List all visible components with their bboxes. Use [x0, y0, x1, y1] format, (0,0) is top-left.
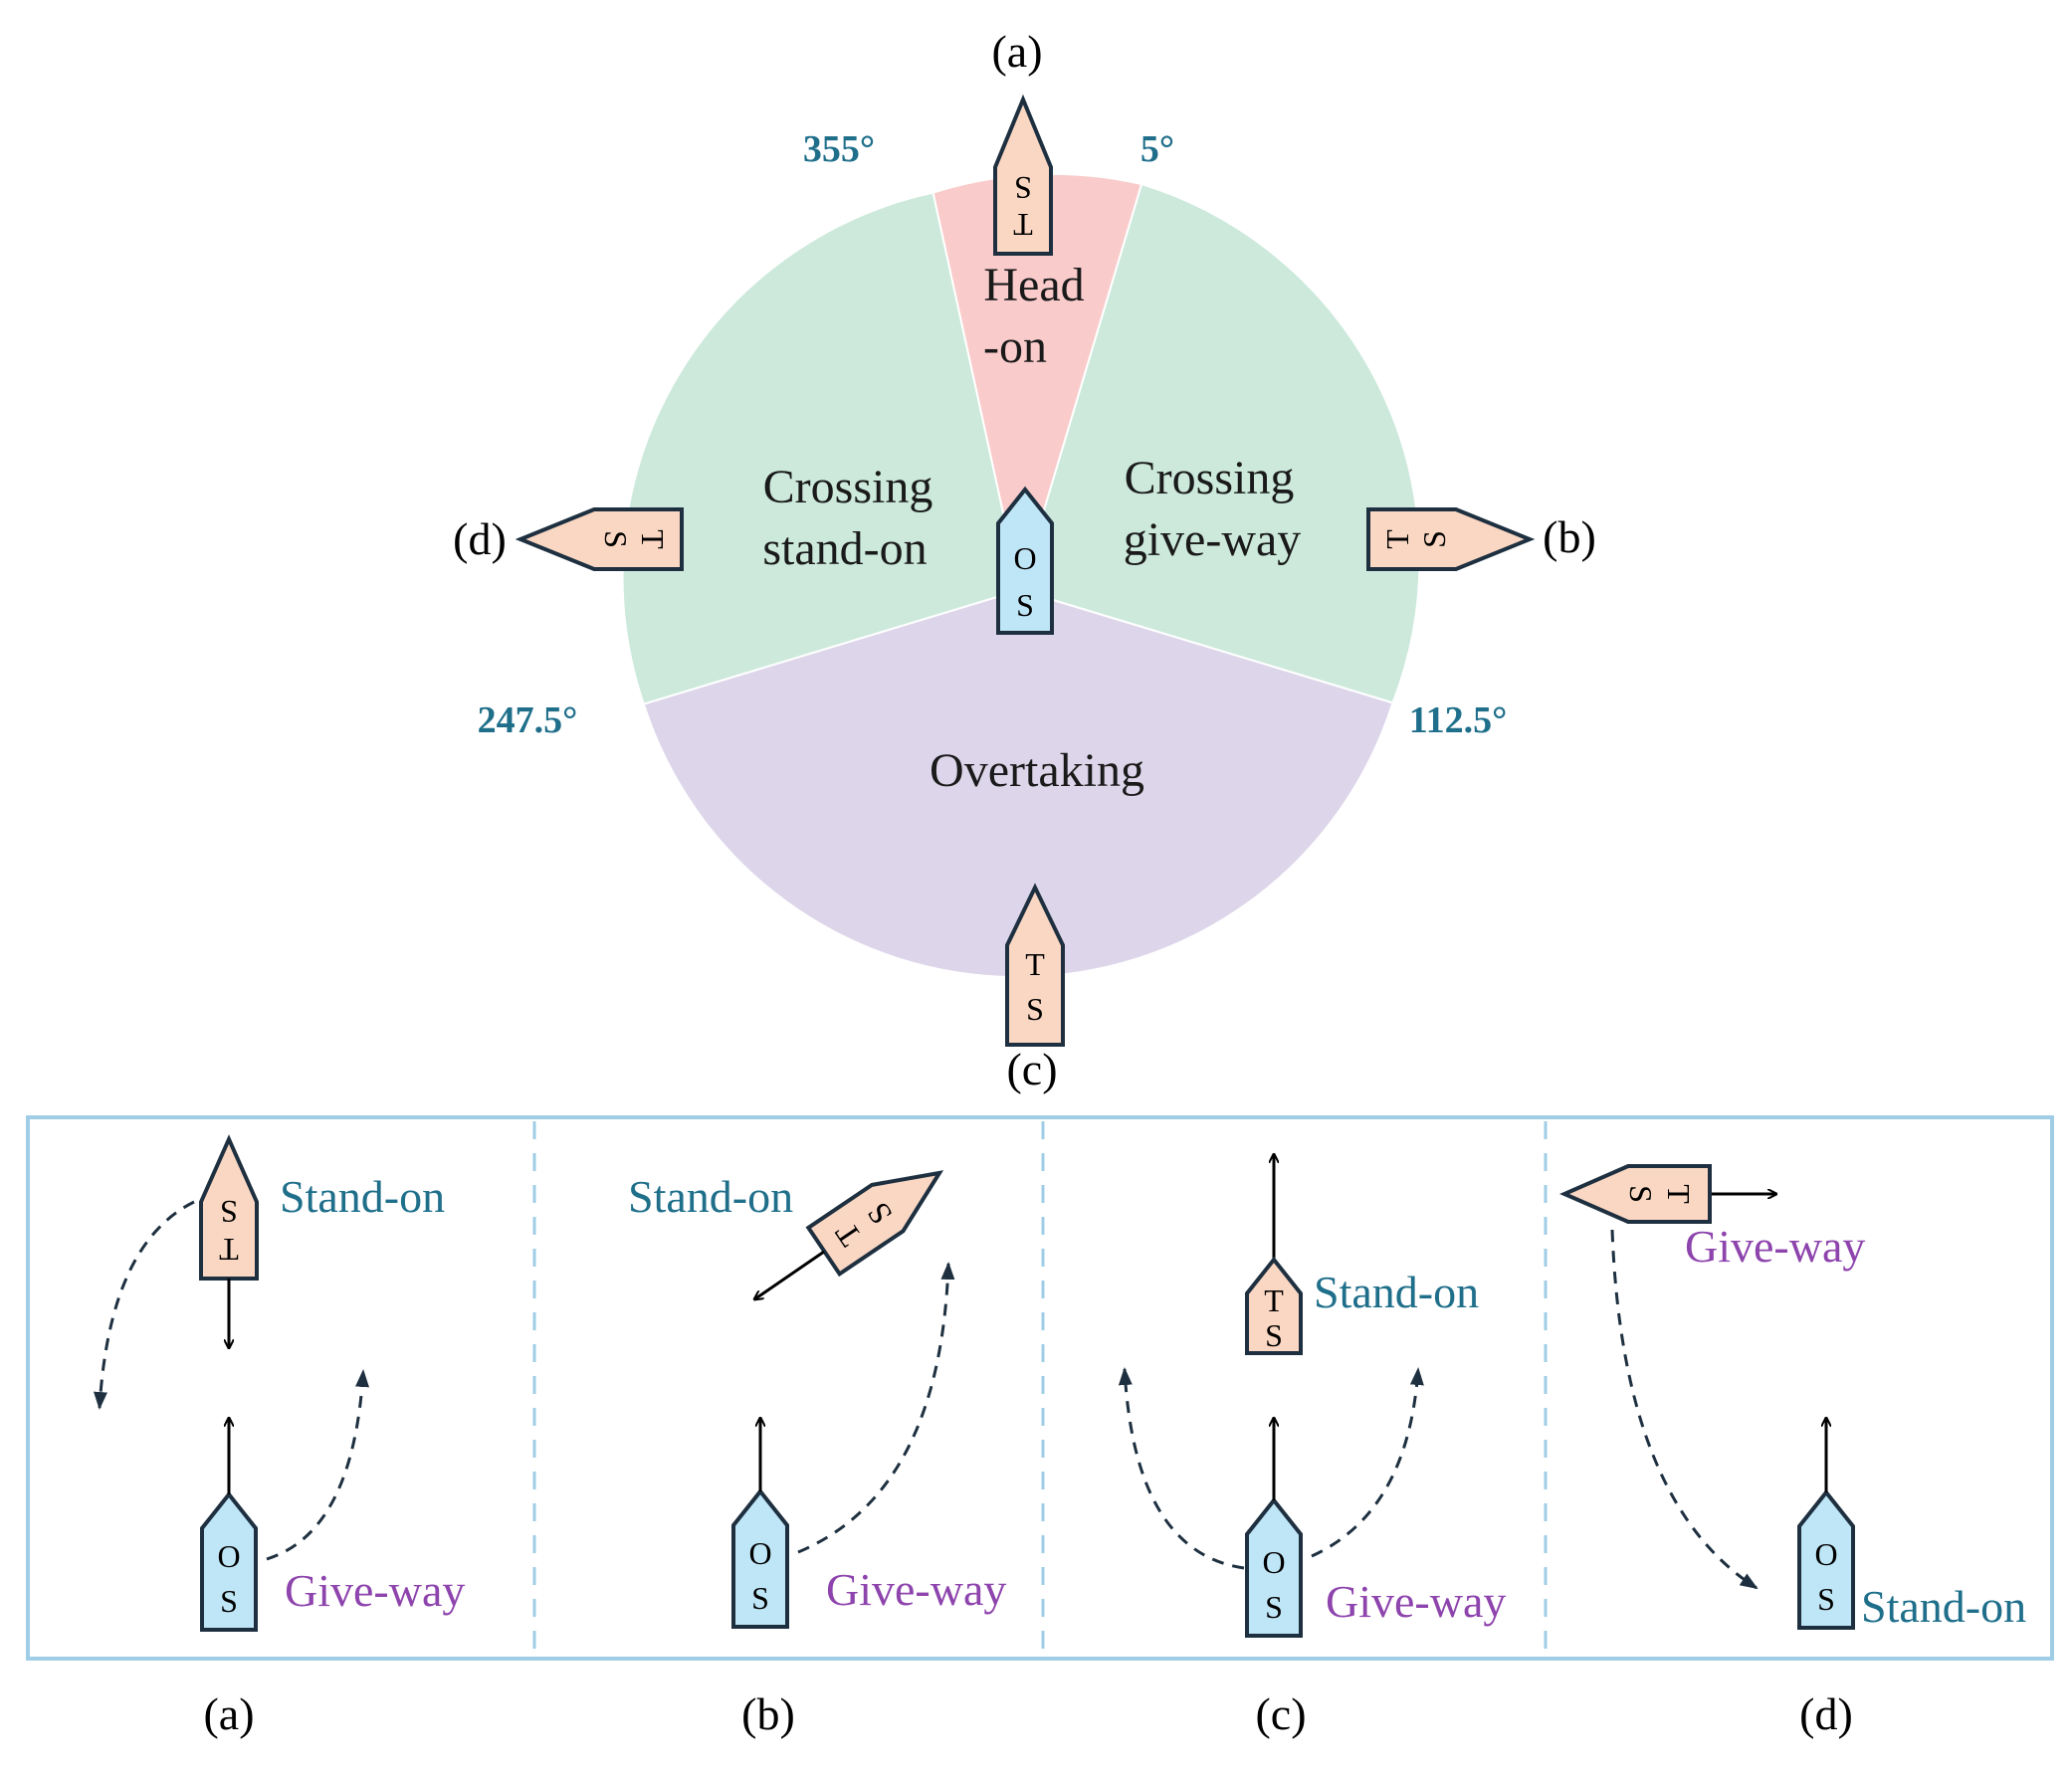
- scenario-b: T S O S Stand-on Give-way: [628, 1170, 1006, 1629]
- panel-caption-b: (b): [741, 1688, 795, 1739]
- manoeuvre-arrow: [266, 1369, 369, 1561]
- ship-letter-s: S: [1265, 1589, 1283, 1625]
- ship-letter-s: S: [1416, 530, 1452, 548]
- panel-caption-c: (c): [1255, 1688, 1306, 1739]
- own-ship: O S: [1245, 1496, 1303, 1638]
- scenario-d: T S O S Give-way Stand-on: [1559, 1164, 2026, 1632]
- sector-crossing-stand-on: [621, 191, 1022, 705]
- role-label-os: Give-way: [285, 1565, 465, 1616]
- ship-letter-s: S: [1016, 587, 1034, 623]
- ship-letter-t: T: [1379, 529, 1415, 549]
- own-ship-center: O S: [996, 486, 1054, 635]
- label-crossing-stand-on-1: Crossing: [763, 461, 933, 513]
- ship-letter-s: S: [598, 530, 634, 548]
- role-label-ts: Stand-on: [280, 1171, 445, 1222]
- target-ship-c-bottom: T S: [1005, 883, 1065, 1047]
- label-head-on-2: -on: [983, 320, 1047, 373]
- case-label-a-top: (a): [991, 26, 1042, 77]
- ship-letter-s: S: [1265, 1317, 1283, 1353]
- label-head-on-1: Head: [983, 259, 1084, 311]
- angle-247-5: 247.5°: [478, 699, 578, 741]
- manoeuvre-arrow: [797, 1262, 955, 1554]
- role-label-ts: Stand-on: [1314, 1267, 1479, 1317]
- ship-letter-s: S: [1623, 1185, 1659, 1203]
- sector-circle: [621, 172, 1421, 979]
- scenario-c: T S O S Stand-on Give-way: [1118, 1154, 1506, 1638]
- angle-5: 5°: [1140, 128, 1174, 170]
- target-ship: T S: [1559, 1164, 1712, 1224]
- panel-caption-a: (a): [203, 1688, 254, 1739]
- label-crossing-give-way-2: give-way: [1124, 513, 1302, 566]
- ship-letter-s: S: [751, 1580, 769, 1616]
- ship-letter-s: S: [1014, 170, 1032, 206]
- ship-letter-t: T: [1661, 1184, 1697, 1204]
- panel-caption-d: (d): [1799, 1688, 1853, 1739]
- manoeuvre-arrow: [1610, 1229, 1759, 1590]
- role-label-os: Give-way: [1326, 1576, 1506, 1627]
- scenario-a: T S O S Stand-on Give-way: [93, 1134, 465, 1632]
- angle-355: 355°: [803, 128, 875, 170]
- target-ship-a-top: T S: [993, 94, 1053, 256]
- ship-letter-s: S: [220, 1194, 238, 1230]
- ship-letter-o: O: [1013, 540, 1036, 576]
- target-ship: T S: [805, 1170, 944, 1278]
- ship-letter-o: O: [748, 1535, 771, 1571]
- target-ship-d-left: T S: [515, 507, 684, 571]
- ship-letter-o: O: [217, 1538, 240, 1574]
- role-label-ts: Stand-on: [628, 1171, 793, 1222]
- own-ship: O S: [200, 1490, 258, 1632]
- own-ship: O S: [731, 1487, 789, 1629]
- ship-letter-s: S: [220, 1583, 238, 1619]
- target-ship: T S: [1245, 1256, 1303, 1355]
- ship-letter-o: O: [1814, 1536, 1837, 1572]
- role-label-os: Stand-on: [1861, 1581, 2026, 1632]
- heading-arrow: [754, 1250, 825, 1299]
- target-ship: T S: [199, 1134, 259, 1281]
- ship-letter-t: T: [1013, 207, 1033, 243]
- sector-crossing-give-way: [1018, 182, 1421, 704]
- scenario-panel: [26, 1115, 2054, 1661]
- label-crossing-stand-on-2: stand-on: [762, 522, 927, 575]
- case-label-b-right: (b): [1543, 511, 1596, 562]
- ship-letter-t: T: [1025, 946, 1045, 982]
- target-ship-b-right: T S: [1366, 507, 1536, 571]
- ship-letter-s: S: [1817, 1581, 1835, 1617]
- ship-letter-t: T: [1264, 1283, 1284, 1318]
- ship-letter-t: T: [219, 1232, 239, 1268]
- manoeuvre-arrow: [1311, 1367, 1424, 1558]
- case-label-d-left: (d): [453, 513, 507, 564]
- own-ship: O S: [1797, 1488, 1855, 1630]
- manoeuvre-arrow: [1118, 1367, 1245, 1570]
- label-crossing-give-way-1: Crossing: [1125, 452, 1295, 504]
- ship-letter-s: S: [1026, 991, 1044, 1027]
- role-label-ts: Give-way: [1685, 1221, 1865, 1272]
- angle-112-5: 112.5°: [1409, 699, 1508, 741]
- ship-letter-o: O: [1262, 1544, 1285, 1580]
- case-label-c-bottom: (c): [1006, 1044, 1057, 1094]
- label-overtaking: Overtaking: [930, 744, 1144, 797]
- role-label-os: Give-way: [826, 1564, 1006, 1615]
- ship-letter-t: T: [635, 529, 671, 549]
- manoeuvre-arrow: [93, 1200, 195, 1410]
